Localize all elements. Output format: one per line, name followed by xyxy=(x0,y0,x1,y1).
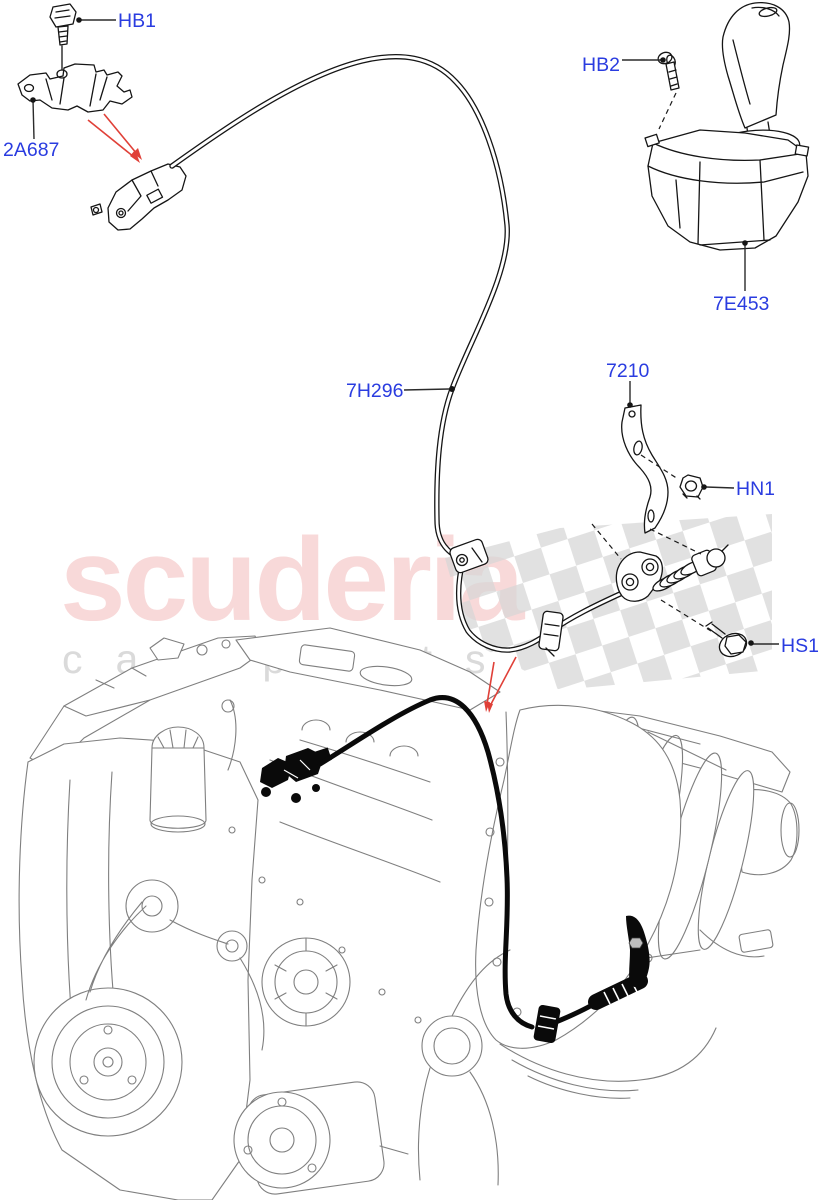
nut-hn1 xyxy=(679,474,704,500)
assembly-dashed-lines xyxy=(591,92,712,632)
bolt-hb1 xyxy=(49,3,77,71)
callout-labels: HB1 2A687 HB2 7E453 7H296 7210 HN1 HS1 xyxy=(3,10,819,657)
callout-7210: 7210 xyxy=(606,360,650,382)
cable-clip-lower xyxy=(538,610,564,657)
cable-end-connector xyxy=(90,163,187,231)
callout-leaders xyxy=(30,17,779,646)
callout-hb2: HB2 xyxy=(582,54,620,76)
engine-transmission-illustration xyxy=(18,627,800,1200)
cable-end-trunnion-damper xyxy=(615,544,729,602)
callout-hb1: HB1 xyxy=(118,10,156,32)
callout-7e453: 7E453 xyxy=(713,293,769,315)
callout-hn1: HN1 xyxy=(736,478,775,500)
installed-lever-bold xyxy=(626,915,650,988)
shifter-module-7e453 xyxy=(644,2,810,251)
red-pointer-arrows xyxy=(87,113,517,713)
installed-shift-cable-bold xyxy=(260,695,650,1044)
bolt-hb2 xyxy=(657,51,680,91)
cable-clip-upper xyxy=(449,538,489,574)
engine-cable-run xyxy=(317,695,535,1030)
bracket-2a687 xyxy=(17,63,133,113)
bolt-hs1 xyxy=(705,621,748,658)
callout-2a687: 2A687 xyxy=(3,139,59,161)
watermark-brand-text: scuderia xyxy=(60,514,526,646)
callout-7h296: 7H296 xyxy=(346,380,403,402)
callout-hs1: HS1 xyxy=(781,635,819,657)
shift-cable-7h296 xyxy=(169,54,623,657)
lever-7210 xyxy=(621,404,669,534)
